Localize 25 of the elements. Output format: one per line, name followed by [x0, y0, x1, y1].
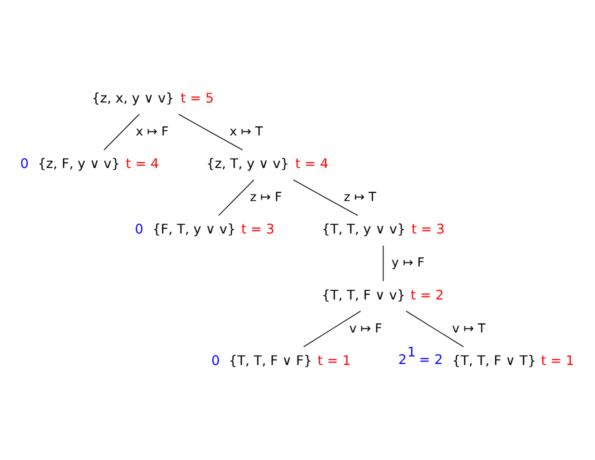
connector [104, 113, 140, 150]
node-text: {F, T, y ∨ v} t = 3 [152, 222, 274, 238]
edge-label: v ↦ F [349, 320, 382, 335]
edge-label: v ↦ T [452, 320, 486, 335]
edge-label: y ↦ F [392, 254, 424, 270]
node-text: {z, F, y ∨ v} t = 4 [38, 156, 159, 172]
connector [303, 310, 361, 347]
edge-label: z ↦ F [250, 188, 282, 204]
node-label: 0 [211, 353, 220, 368]
node-text: {T, T, F ∨ F} t = 1 [228, 353, 351, 368]
node-text: {z, T, y ∨ v} t = 4 [206, 156, 328, 172]
connector [178, 113, 243, 150]
connector [406, 310, 464, 347]
node-text: {T, T, F ∨ v} t = 2 [322, 288, 444, 303]
node-label: 0 [134, 222, 144, 238]
connector [218, 179, 254, 216]
node-text: {T, T, F ∨ T} t = 1 [452, 353, 574, 368]
edge-label: z ↦ T [344, 188, 376, 204]
edge-label: x ↦ T [230, 122, 263, 138]
connector [382, 244, 384, 282]
node-label: 0 [20, 156, 29, 172]
node-text: {T, T, y ∨ v} t = 3 [322, 222, 445, 238]
edge-label: x ↦ F [136, 122, 169, 138]
node-text: {z, x, y ∨ v} t = 5 [92, 90, 214, 106]
connector [293, 179, 358, 216]
